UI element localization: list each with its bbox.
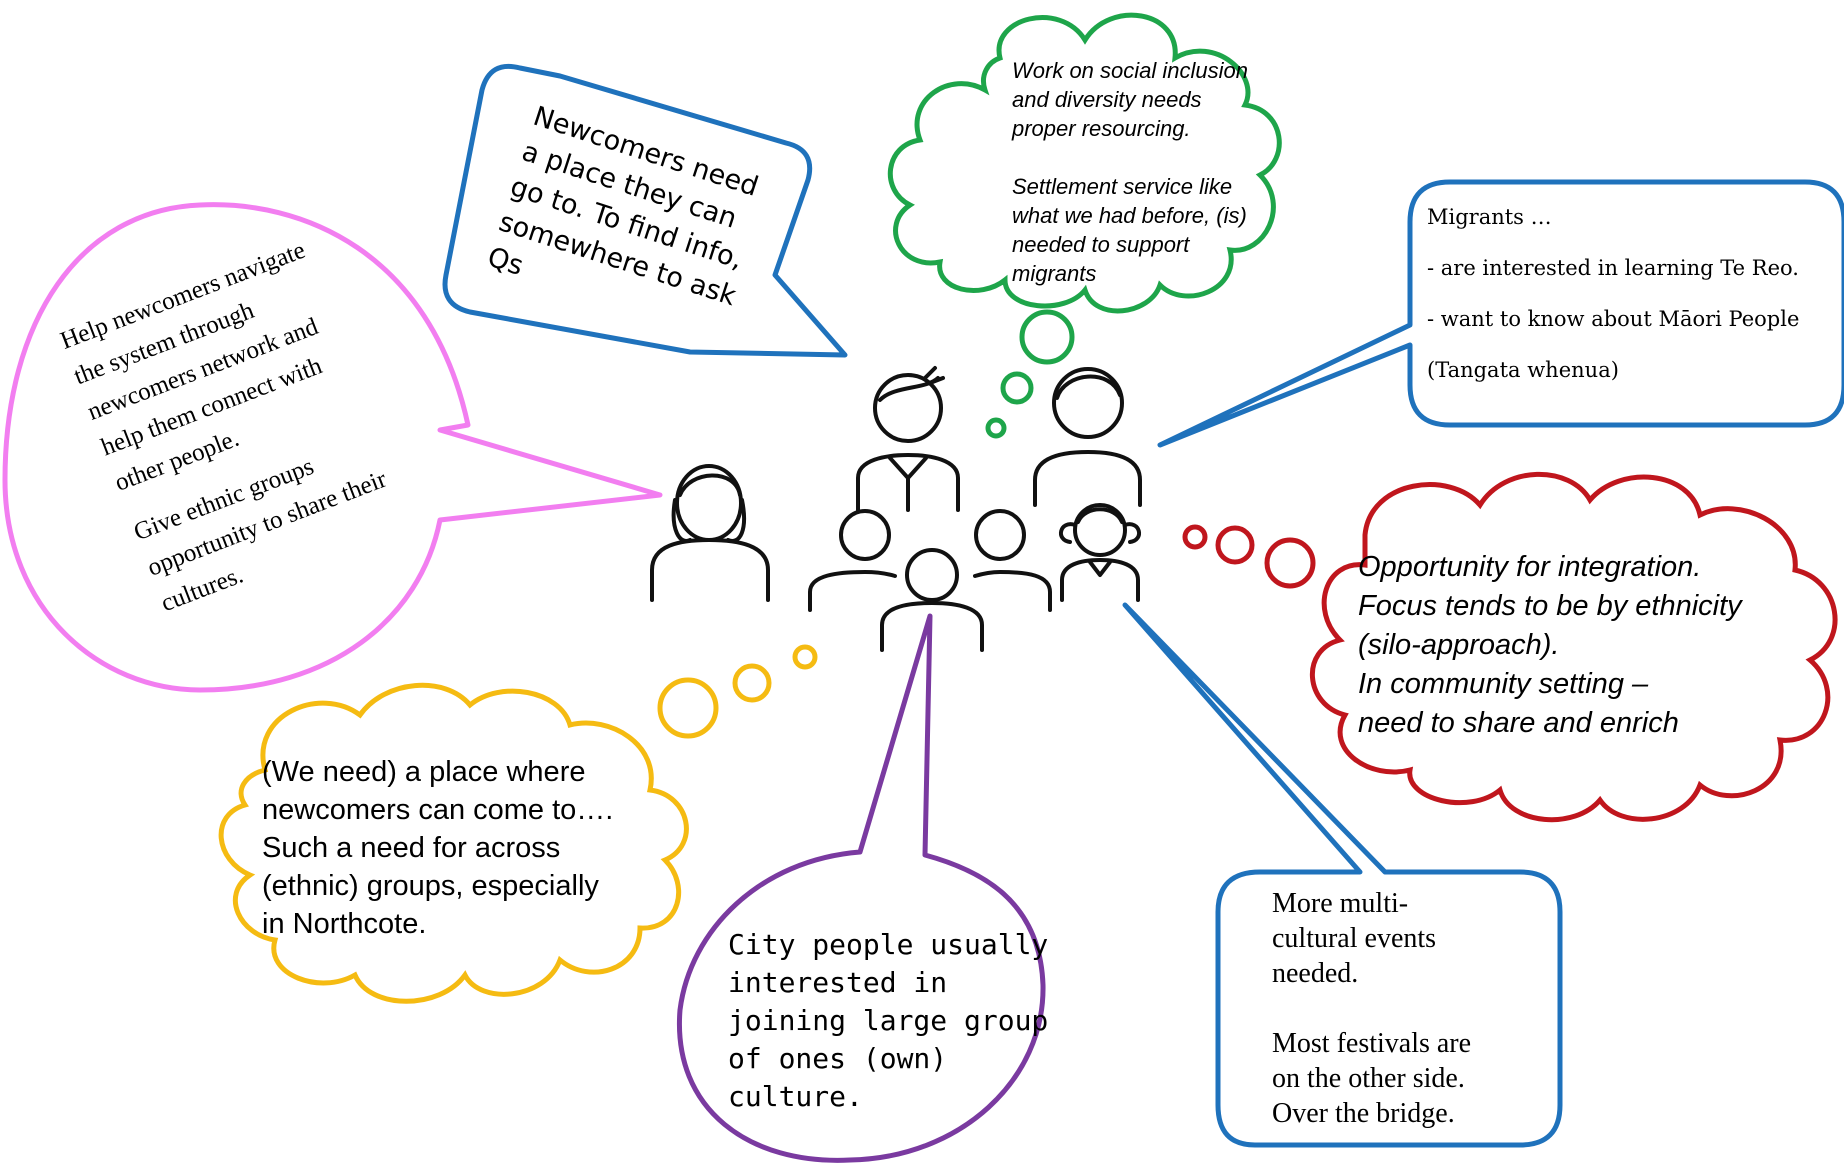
place-for-newcomers-cloud <box>218 644 818 1004</box>
help-newcomers-bubble <box>2 202 663 693</box>
bubble-line: joining large group <box>728 1004 1049 1037</box>
bubble-line: Opportunity for integration. <box>1358 551 1702 583</box>
bubble-line: - are interested in learning Te Reo. <box>1427 256 1799 280</box>
bubble-line: and diversity needs <box>1012 87 1202 112</box>
bubble-line: migrants <box>1012 261 1097 286</box>
bubble-line: (silo-approach). <box>1358 629 1560 661</box>
city-people-bubble <box>676 613 1046 1163</box>
person-child-right-icon <box>973 509 1052 612</box>
place-for-newcomers-text: (We need) a place where newcomers can co… <box>262 753 613 943</box>
bubble-line: interested in <box>728 966 948 999</box>
bubble-line: Settlement service like <box>1012 174 1233 199</box>
bubble-line: City people usually <box>728 928 1049 961</box>
bubble-line: (We need) a place where <box>262 756 586 788</box>
bubble-line: - want to know about Māori People <box>1427 307 1800 331</box>
social-inclusion-cloud <box>887 12 1282 439</box>
person-woman-icon <box>650 464 770 602</box>
bubble-line: cultural events <box>1272 923 1437 954</box>
migrants-box <box>1157 179 1844 448</box>
bubble-line: Most festivals are <box>1272 1028 1472 1059</box>
people-group-icon <box>650 366 1142 652</box>
bubble-line: in Northcote. <box>262 908 427 940</box>
city-people-text: City people usually interested in joinin… <box>728 926 1048 1116</box>
person-man-icon <box>1033 367 1142 507</box>
bubble-line: Work on social inclusion <box>1012 58 1248 83</box>
bubble-line: proper resourcing. <box>1012 116 1191 141</box>
bubble-line: More multi- <box>1272 888 1409 919</box>
integration-cloud <box>1182 471 1838 823</box>
bubble-line: needed. <box>1272 958 1359 989</box>
bubble-line: (ethnic) groups, especially <box>262 870 599 902</box>
bubble-line: culture. <box>728 1080 863 1113</box>
bubble-line: needed to support <box>1012 232 1190 257</box>
bubble-line: need to share and enrich <box>1358 707 1679 739</box>
bubble-line: newcomers can come to…. <box>262 794 614 826</box>
integration-text: Opportunity for integration. Focus tends… <box>1358 548 1742 743</box>
bubble-line: on the other side. <box>1272 1063 1465 1094</box>
bubble-line: Focus tends to be by ethnicity <box>1358 590 1742 622</box>
multicultural-events-text: More multi- cultural events needed. Most… <box>1272 886 1471 1131</box>
bubble-line: (Tangata whenua) <box>1427 358 1619 382</box>
bubble-line: Migrants … <box>1427 205 1552 229</box>
migrants-text: Migrants … - are interested in learning … <box>1427 192 1799 396</box>
social-inclusion-text: Work on social inclusion and diversity n… <box>1012 56 1248 288</box>
bubble-line: In community setting – <box>1358 668 1649 700</box>
multicultural-events-box <box>1122 602 1563 1148</box>
bubble-line: Such a need for across <box>262 832 561 864</box>
person-girl-icon <box>1059 503 1141 602</box>
newcomers-place-bubble <box>442 63 848 358</box>
person-child-left-icon <box>808 509 897 612</box>
person-boy-icon <box>856 366 960 512</box>
bubble-line: what we had before, (is) <box>1012 203 1247 228</box>
person-front-icon <box>880 548 984 652</box>
bubble-line: Over the bridge. <box>1272 1098 1455 1129</box>
bubble-line: of ones (own) <box>728 1042 948 1075</box>
